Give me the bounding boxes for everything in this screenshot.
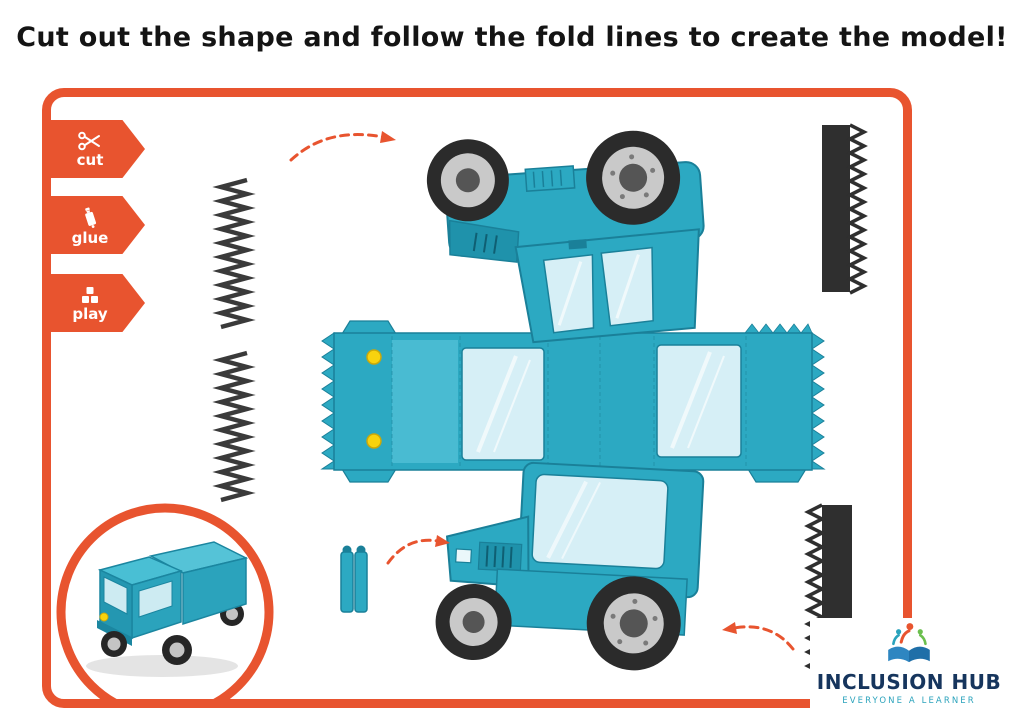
brand-tagline: EVERYONE A LEARNER <box>842 696 976 706</box>
brand-name: INCLUSION HUB <box>816 670 1002 694</box>
inclusion-hub-logo-icon <box>888 623 930 663</box>
scissors-icon <box>78 131 100 150</box>
glue-bottle-icon <box>85 206 97 228</box>
legend-label-glue: glue <box>71 228 109 247</box>
building-blocks-icon <box>82 286 98 303</box>
legend-label-cut: cut <box>76 150 104 169</box>
legend-item-cut: cut <box>51 120 145 178</box>
legend-item-play: play <box>51 274 145 332</box>
page-title: Cut out the shape and follow the fold li… <box>16 22 1008 53</box>
legend-label-play: play <box>72 304 108 323</box>
legend-item-glue: glue <box>51 196 145 254</box>
worksheet-frame <box>42 88 912 708</box>
brand-logo: INCLUSION HUB EVERYONE A LEARNER <box>810 618 1008 710</box>
